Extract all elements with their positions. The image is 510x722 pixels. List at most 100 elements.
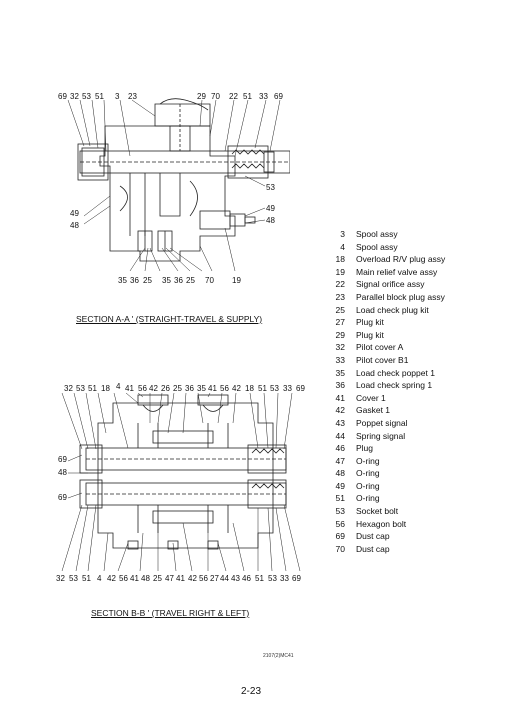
part-name: Socket bolt [356,506,399,517]
part-number: 25 [335,304,345,315]
part-number: 44 [335,430,345,441]
part-name: Overload R/V plug assy [356,254,446,265]
part-name: Cover 1 [356,392,386,403]
part-name: Dust cap [356,531,390,542]
section-a-drawing [60,96,290,276]
callout-b-bottom: 33 [280,574,289,583]
part-name: Pilot cover A [356,342,404,353]
part-number: 42 [335,405,345,416]
callout-a-bottom: 36 [174,276,183,285]
part-number: 49 [335,480,345,491]
callout-b-top: 26 [161,384,170,393]
callout-a-top: 69 [274,92,283,101]
part-name: Load check poppet 1 [356,367,435,378]
part-number: 18 [335,254,345,265]
callout-a-top: 29 [197,92,206,101]
part-number: 29 [335,329,345,340]
part-name: Plug kit [356,317,384,328]
part-number: 3 [340,229,345,239]
part-name: Gasket 1 [356,405,391,416]
callout-b-top: 42 [149,384,158,393]
part-name: Poppet signal [356,417,408,428]
callout-b-top: 4 [116,382,121,391]
part-number: 46 [335,443,345,454]
part-number: 33 [335,354,345,365]
drawing-code: 2107(2)MC41 [263,653,294,659]
callout-b-bottom: 43 [231,574,240,583]
part-number: 48 [335,468,345,479]
part-name: O-ring [356,480,380,491]
callout-a-right: 48 [266,216,275,225]
callout-b-top: 18 [101,384,110,393]
callout-b-bottom: 46 [242,574,251,583]
part-number: 70 [335,543,345,554]
callout-b-bottom: 56 [119,574,128,583]
part-number: 32 [335,342,345,353]
page-number: 2-23 [241,686,262,697]
part-row: 22 Signal orifice assy [327,278,445,291]
callout-b-left: 69 [58,493,67,502]
callout-a-bottom: 36 [130,276,139,285]
callout-b-bottom: 27 [210,574,219,583]
part-number: 53 [335,506,345,517]
section-b-drawing [58,393,310,573]
part-row: 42 Gasket 1 [327,404,445,417]
callout-b-left: 48 [58,468,67,477]
callout-a-bottom: 35 [162,276,171,285]
section-a-caption: SECTION A-A ' (STRAIGHT-TRAVEL & SUPPLY) [76,314,263,324]
part-number: 43 [335,417,345,428]
callout-a-left: 49 [70,209,79,218]
callout-b-bottom: 42 [107,574,116,583]
callout-b-top: 41 [208,384,217,393]
callout-a-top: 22 [229,92,238,101]
callout-a-top: 23 [128,92,137,101]
callout-a-bottom: 70 [205,276,214,285]
part-name: Dust cap [356,543,390,554]
callout-b-top: 25 [173,384,182,393]
callout-b-bottom: 51 [82,574,91,583]
part-name: Load check spring 1 [356,380,433,391]
callout-b-bottom: 56 [199,574,208,583]
callout-a-bottom: 19 [232,276,241,285]
part-row: 53 Socket bolt [327,505,445,518]
part-name: Plug [356,443,374,454]
part-row: 3 Spool assy [327,228,445,241]
part-number: 22 [335,279,345,290]
part-name: O-ring [356,468,380,479]
callout-a-top: 33 [259,92,268,101]
callout-b-top: 56 [138,384,147,393]
part-number: 19 [335,266,345,277]
callout-a-top: 69 [58,92,67,101]
part-number: 69 [335,531,345,542]
part-name: Spool assy [356,229,398,239]
callout-a-top: 51 [95,92,104,101]
part-row: 70 Dust cap [327,543,445,556]
callout-b-top: 56 [220,384,229,393]
part-number: 4 [340,241,345,252]
callout-a-top: 51 [243,92,252,101]
callout-b-bottom: 69 [292,574,301,583]
part-row: 32 Pilot cover A [327,341,445,354]
part-number: 47 [335,455,345,466]
callout-b-bottom: 41 [130,574,139,583]
callout-b-top: 36 [185,384,194,393]
part-name: Signal orifice assy [356,279,425,290]
part-name: Hexagon bolt [356,518,407,529]
part-name: Main relief valve assy [356,266,438,277]
part-name: Spool assy [356,241,398,252]
callout-a-top: 3 [115,92,120,101]
part-row: 48 O-ring [327,467,445,480]
part-name: O-ring [356,493,380,504]
callout-b-top: 33 [283,384,292,393]
part-row: 19 Main relief valve assy [327,266,445,279]
part-row: 43 Poppet signal [327,417,445,430]
